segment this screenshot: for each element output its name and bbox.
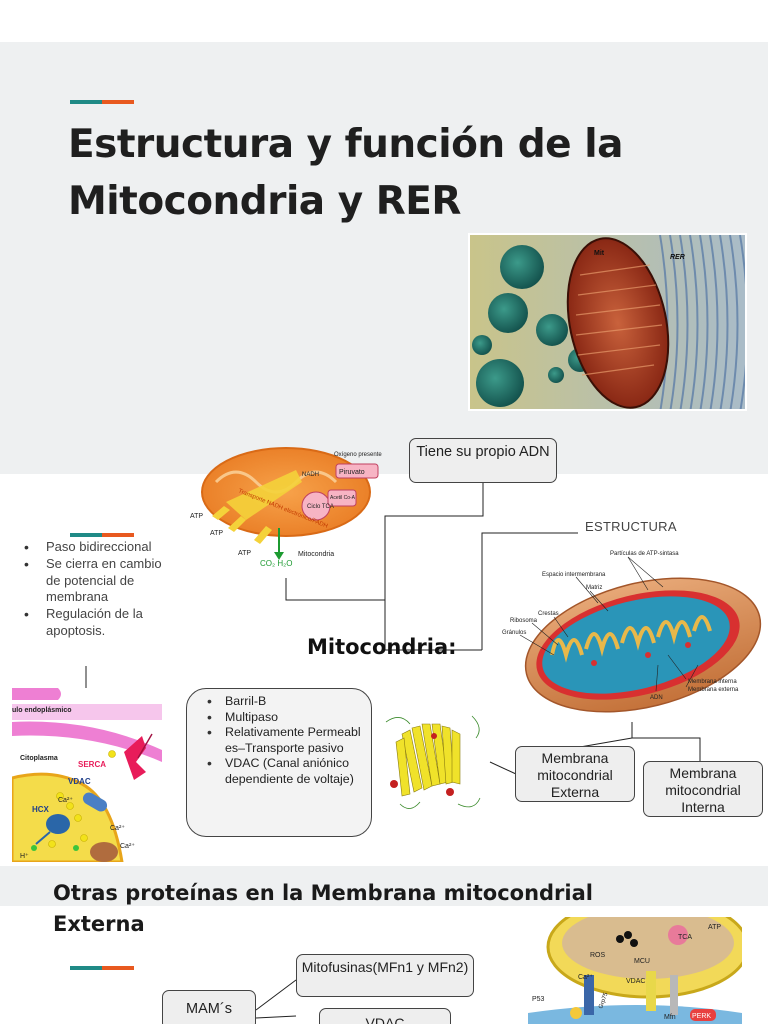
cristae-label: Crestas (538, 611, 559, 617)
mitochondria-metabolism-diagram: Piruvato Oxígeno presente NADH Acetil Co… (186, 442, 386, 577)
mam-vdac-label: VDAC (626, 978, 645, 985)
mitocondria-label: Mitocondria: (307, 635, 457, 659)
accent-bar-top (70, 100, 134, 104)
serca-label: SERCA (78, 760, 106, 769)
inner-membrane-box: Membrana mitocondrial Interna (643, 761, 763, 817)
bottom-section-background (0, 866, 768, 906)
tca-cycle-label: Ciclo TCA (307, 504, 334, 510)
grp75-label: Grp75 (598, 991, 610, 1009)
acetyl-label: Acetil Co-A (330, 495, 356, 501)
calcium-label-3: Ca²⁺ (120, 843, 135, 850)
ribosome-label: Ribosoma (510, 618, 538, 624)
channel-properties-list: Paso bidireccional Se cierra en cambio d… (16, 539, 166, 640)
atp-label-2: ATP (210, 530, 223, 537)
pyruvate-label: Piruvato (339, 469, 365, 476)
calcium-channel-diagram: ulo endoplásmico Citoplasma SERCA VDAC H… (12, 688, 162, 862)
granules-label: Gránulos (502, 630, 526, 636)
other-proteins-title: Otras proteínas en la Membrana mitocondr… (53, 881, 593, 936)
nadh-label: NADH (302, 472, 319, 478)
beta-barrel-protein-image (380, 708, 488, 816)
list-item: Relativamente Permeables–Transporte pasi… (199, 725, 361, 756)
calcium-label-2: Ca²⁺ (110, 825, 125, 832)
ros-label: ROS (590, 952, 606, 959)
atp-synthase-label: Partículas de ATP-sintasa (610, 551, 679, 557)
outer-membrane-label: Membrana externa (688, 687, 739, 693)
perk-label: PERK (692, 1013, 711, 1020)
proton-label: H⁺ (20, 853, 29, 860)
products-label: CO₂ H₂O (260, 559, 292, 568)
mfn-label: Mfn (664, 1014, 676, 1021)
list-item: Barril-B (199, 694, 361, 710)
list-item: Se cierra en cambio de potencial de memb… (16, 556, 166, 606)
tca-label: TCA (678, 934, 692, 941)
barrel-properties-box: Barril-B Multipaso Relativamente Permeab… (186, 688, 372, 837)
micrograph-photo: Mit RER (468, 233, 747, 411)
vdac-box: VDAC (319, 1008, 451, 1024)
mam-calcium-label: Ca²⁺ (578, 974, 593, 981)
atp-label: ATP (708, 924, 721, 931)
accent-bar-middle (70, 533, 134, 537)
list-item: VDAC (Canal aniónico dependiente de volt… (199, 756, 361, 787)
mcu-label: MCU (634, 958, 650, 965)
mam-box: MAM´s (162, 990, 256, 1024)
dna-label: ADN (650, 695, 663, 701)
photo-label-rer: RER (670, 254, 685, 261)
atp-label-3: ATP (238, 550, 251, 557)
calcium-label-1: Ca²⁺ (58, 797, 73, 804)
inner-membrane-label: Membrana interna (688, 679, 737, 685)
estructura-heading: ESTRUCTURA (585, 519, 677, 534)
mitochondria-structure-diagram: Partículas de ATP-sintasa Espacio interm… (498, 545, 766, 715)
vdac-label: VDAC (68, 777, 91, 786)
list-item: Multipaso (199, 710, 361, 726)
page-title-line-2: Mitocondria y RER (68, 179, 461, 224)
atp-label-1: ATP (190, 513, 203, 520)
list-item: Regulación de la apoptosis. (16, 606, 166, 640)
intermembrane-label: Espacio intermembrana (542, 572, 606, 578)
mitochondria-diagram-label: Mitocondria (298, 551, 334, 558)
outer-membrane-box: Membrana mitocondrial Externa (515, 746, 635, 802)
matrix-label: Matriz (586, 585, 602, 591)
mitofusinas-box: Mitofusinas(MFn1 y MFn2) (296, 954, 474, 997)
own-dna-box: Tiene su propio ADN (409, 438, 557, 483)
accent-bar-bottom (70, 966, 134, 970)
cytoplasm-label: Citoplasma (20, 755, 58, 762)
list-item: Paso bidireccional (16, 539, 166, 556)
page-title: Estructura y función de la Mitocondria y… (68, 116, 708, 230)
p53-label: P53 (532, 996, 545, 1003)
mam-protein-diagram: TCA ATP ROS MCU VDAC Ca²⁺ P53 Grp75 Mfn … (528, 917, 742, 1024)
photo-label-mit: Mit (594, 250, 605, 257)
oxygen-label: Oxígeno presente (334, 452, 382, 458)
page-title-line-1: Estructura y función de la (68, 122, 623, 167)
hcx-label: HCX (32, 805, 50, 814)
er-label: ulo endoplásmico (12, 707, 72, 714)
